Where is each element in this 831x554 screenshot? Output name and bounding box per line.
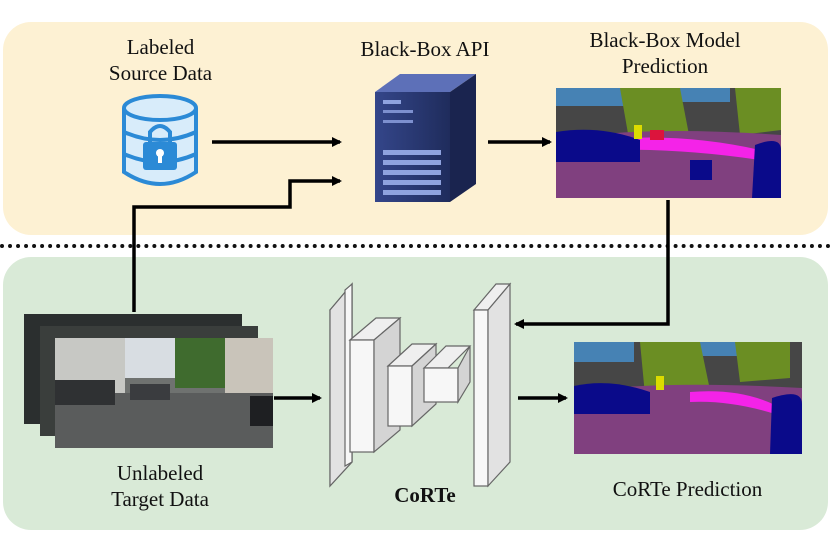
target-data-label: Unlabeled Target Data: [111, 461, 209, 511]
target-image-stack: [24, 314, 273, 448]
source-data-label: Labeled Source Data: [108, 35, 213, 85]
flow-arrows: [132, 137, 670, 403]
arrow-prediction-to-corte: [514, 200, 670, 329]
model-label: CoRTe: [394, 483, 456, 507]
api-label: Black-Box API: [360, 37, 490, 61]
domain-divider: [0, 244, 831, 248]
arrow-target-to-api: [132, 176, 342, 312]
black-box-prediction-map: [556, 88, 781, 198]
server-icon: [375, 74, 476, 202]
bb-prediction-label: Black-Box Model Prediction: [589, 28, 741, 78]
encoder-decoder-icon: [329, 282, 512, 488]
corte-prediction-map: [574, 342, 802, 454]
database-lock-icon: [122, 94, 198, 186]
corte-prediction-label: CoRTe Prediction: [612, 477, 763, 501]
